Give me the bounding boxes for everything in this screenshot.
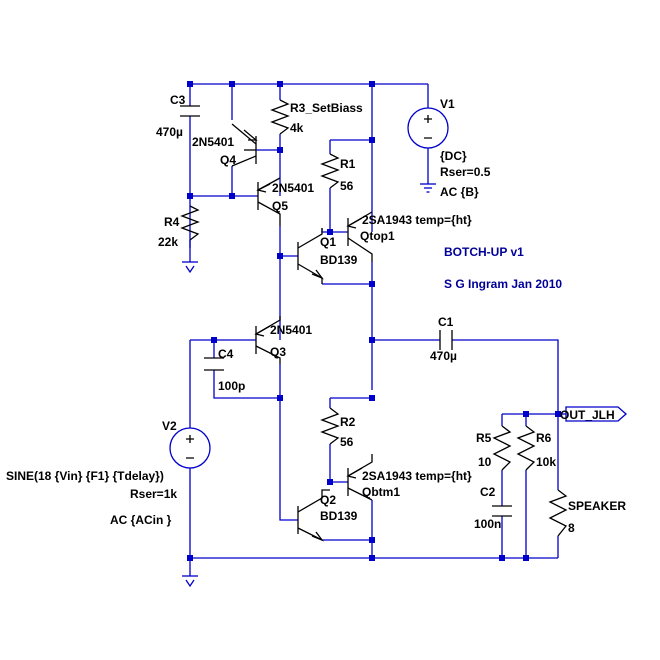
resistor-r5 — [492, 425, 512, 471]
label-c3: C3 — [170, 93, 186, 107]
param-v1-dc: {DC} — [440, 149, 467, 163]
voltage-source-v1 — [407, 107, 449, 149]
transistor-q2 — [297, 489, 330, 542]
capacitor-c1 — [439, 330, 453, 350]
param-v1-ac: AC {B} — [440, 185, 479, 199]
net-label-out: OUT_JLH — [560, 408, 615, 422]
label-qtop1: Qtop1 — [360, 229, 395, 243]
label-q2: Q2 — [320, 493, 336, 507]
resistor-r4 — [180, 205, 200, 241]
label-q1: Q1 — [320, 235, 336, 249]
author-note: S G Ingram Jan 2010 — [444, 277, 562, 291]
value-c3: 470µ — [156, 125, 183, 139]
label-qbtm1: Qbtm1 — [362, 485, 400, 499]
components — [180, 99, 568, 542]
transistor-qtop1 — [346, 211, 373, 262]
label-q5: Q5 — [272, 199, 288, 213]
value-r3: 4k — [290, 121, 304, 135]
value-r4: 22k — [158, 235, 178, 249]
transistor-q5 — [256, 177, 281, 226]
param-v2-rser: Rser=1k — [130, 487, 177, 501]
transistor-q4 — [231, 123, 258, 167]
param-v1-rser: Rser=0.5 — [440, 165, 491, 179]
resistor-r6 — [516, 425, 536, 471]
value-r6: 10k — [536, 455, 556, 469]
model-q3: 2N5401 — [270, 323, 312, 337]
model-q2: BD139 — [320, 509, 358, 523]
label-r6: R6 — [536, 431, 552, 445]
label-c1: C1 — [438, 315, 454, 329]
resistor-r1 — [320, 153, 340, 189]
label-c4: C4 — [218, 347, 234, 361]
resistor-r2 — [320, 407, 340, 445]
model-q5: 2N5401 — [272, 181, 314, 195]
title-note: BOTCH-UP v1 — [444, 245, 524, 259]
value-r5: 10 — [478, 455, 492, 469]
label-r5: R5 — [476, 431, 492, 445]
label-v2: V2 — [162, 419, 177, 433]
param-v2-sine: SINE(18 {Vin} {F1} {Tdelay}) — [6, 469, 164, 483]
value-r1: 56 — [340, 179, 354, 193]
value-speaker: 8 — [568, 521, 575, 535]
label-c2: C2 — [480, 485, 496, 499]
component-labels: C3 470µ 2N5401 Q4 R3_SetBiass 4k V1 {DC}… — [6, 93, 626, 535]
label-speaker: SPEAKER — [568, 499, 626, 513]
speaker-load — [548, 489, 568, 537]
model-q4: 2N5401 — [192, 135, 234, 149]
value-c4: 100p — [218, 379, 245, 393]
label-r3: R3_SetBiass — [290, 101, 363, 115]
junction-dots — [187, 81, 561, 561]
transistor-q3 — [254, 316, 281, 364]
model-qbtm1: 2SA1943 temp={ht} — [362, 469, 472, 483]
schematic-notes: BOTCH-UP v1 S G Ingram Jan 2010 — [444, 245, 562, 291]
transistor-q1 — [297, 228, 324, 284]
label-v1: V1 — [440, 97, 455, 111]
capacitor-c3 — [180, 105, 200, 117]
label-r2: R2 — [340, 415, 356, 429]
capacitor-c4 — [204, 357, 224, 371]
transistor-qbtm1 — [346, 454, 373, 501]
resistor-r3 — [270, 99, 290, 135]
label-r4: R4 — [164, 215, 180, 229]
value-c1: 470µ — [430, 349, 457, 363]
label-q4: Q4 — [220, 153, 236, 167]
model-qtop1: 2SA1943 temp={ht} — [362, 213, 472, 227]
voltage-source-v2 — [169, 427, 211, 469]
model-q1: BD139 — [320, 253, 358, 267]
value-c2: 100n — [474, 517, 501, 531]
param-v2-ac: AC {ACin } — [110, 513, 172, 527]
label-r1: R1 — [340, 157, 356, 171]
capacitor-c2 — [492, 505, 512, 517]
value-r2: 56 — [340, 435, 354, 449]
label-q3: Q3 — [270, 345, 286, 359]
